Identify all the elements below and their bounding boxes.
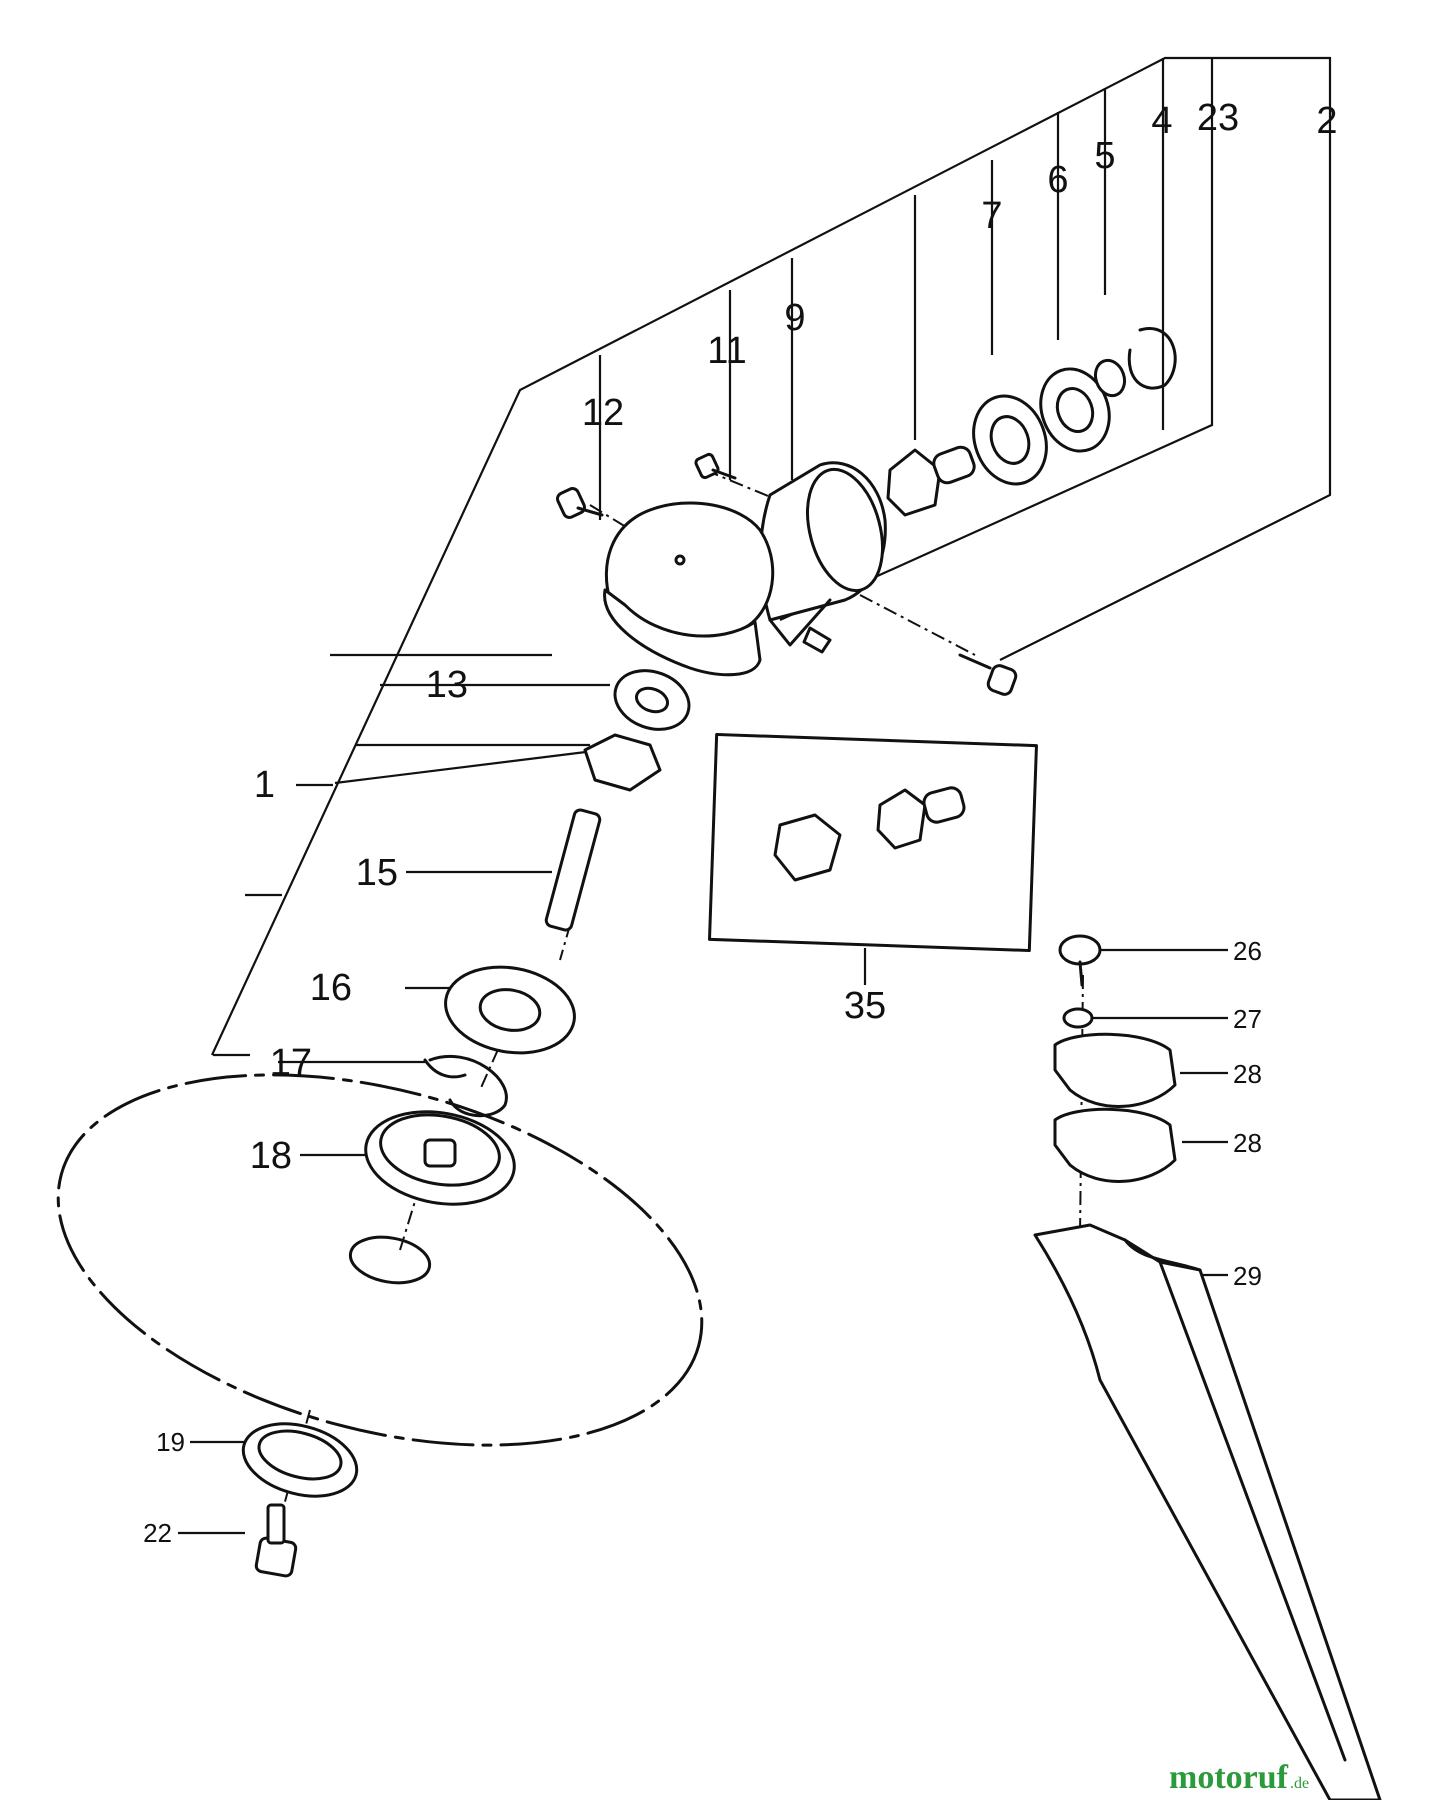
callout-12: 12: [582, 392, 624, 434]
callout-27: 27: [1233, 1004, 1262, 1034]
blade-fasteners: [241, 1422, 359, 1578]
callout-6: 6: [1047, 159, 1068, 201]
output-shaft-parts: [364, 669, 691, 1206]
housing-bolts: [556, 452, 1018, 696]
input-shaft-parts: [886, 327, 1177, 517]
callout-13: 13: [426, 664, 468, 706]
gear-kit-box: [708, 732, 1038, 953]
callout-16: 16: [310, 967, 352, 1009]
leader-lines: [178, 653, 1228, 1535]
cutting-blade: [56, 1073, 704, 1447]
callout-35: 35: [844, 985, 886, 1027]
assembly-bracket-lines: [211, 56, 1332, 1057]
callout-2: 2: [1316, 100, 1337, 142]
watermark-suffix: .de: [1290, 1775, 1309, 1792]
callout-17: 17: [270, 1042, 312, 1084]
callout-23: 23: [1197, 97, 1239, 139]
callout-29: 29: [1233, 1261, 1262, 1291]
callout-5: 5: [1094, 135, 1115, 177]
callout-19: 19: [156, 1427, 185, 1457]
callout-28-upper: 28: [1233, 1059, 1262, 1089]
callout-9: 9: [784, 297, 805, 339]
callout-7: 7: [981, 195, 1002, 237]
callout-28-lower: 28: [1233, 1128, 1262, 1158]
callout-18: 18: [250, 1135, 292, 1177]
callout-1: 1: [254, 764, 275, 806]
callout-26: 26: [1233, 936, 1262, 966]
gear-housing: [603, 461, 887, 677]
callout-22: 22: [143, 1518, 172, 1548]
watermark: motoruf .de: [1169, 1759, 1309, 1796]
watermark-brand: motoruf: [1169, 1759, 1289, 1796]
callout-15: 15: [356, 852, 398, 894]
callout-labels: 2 23 4 5 6 7 9 11 12 13 1 15 16 17 18 19…: [143, 97, 1337, 1548]
callout-4: 4: [1151, 100, 1172, 142]
guard-assembly: [1033, 934, 1382, 1800]
callout-11: 11: [707, 330, 746, 372]
